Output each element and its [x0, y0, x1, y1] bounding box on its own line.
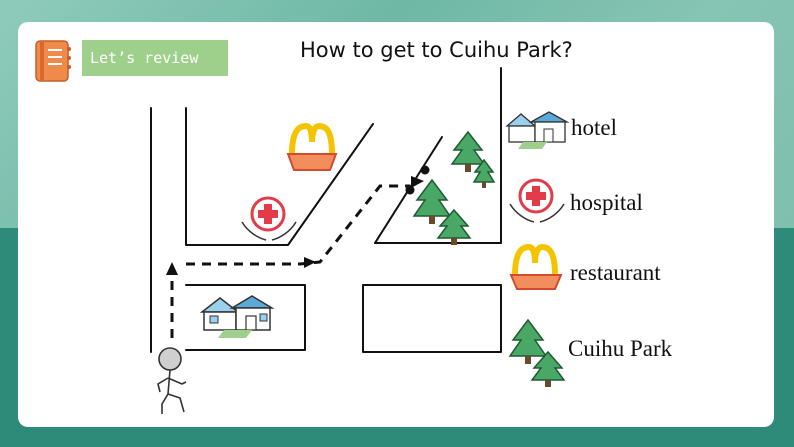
lets-review-tag: Let’s review — [82, 40, 228, 76]
restaurant-icon — [286, 122, 338, 171]
page-title: How to get to Cuihu Park? — [300, 38, 573, 62]
legend-restaurant-label: restaurant — [570, 260, 661, 285]
content-card — [18, 22, 774, 427]
legend-hospital-label: hospital — [570, 190, 643, 215]
route-arrow-up — [166, 262, 178, 275]
notebook-icon — [35, 40, 71, 82]
road-lower-right-block — [362, 284, 502, 353]
legend-park-icon — [508, 318, 566, 387]
legend-hotel-label: hotel — [571, 115, 617, 140]
road-lower-left-block — [185, 284, 306, 351]
legend-restaurant-icon — [509, 243, 563, 290]
route-dot-2 — [405, 185, 415, 195]
park-trees-icon — [412, 130, 496, 245]
hospital-icon — [241, 196, 297, 241]
route-arrow-right — [304, 257, 316, 268]
route-arrow-end — [411, 176, 424, 188]
route-dot-1 — [420, 165, 430, 175]
house-icon — [199, 295, 275, 338]
route-path — [170, 184, 410, 338]
legend-park-label: Cuihu Park — [568, 336, 673, 361]
legend-hotel-icon — [505, 111, 570, 149]
road-triangle-block — [374, 67, 502, 244]
road-upper-left-block — [185, 107, 374, 246]
legend-hospital-icon — [509, 178, 565, 223]
person-figure — [157, 347, 187, 414]
